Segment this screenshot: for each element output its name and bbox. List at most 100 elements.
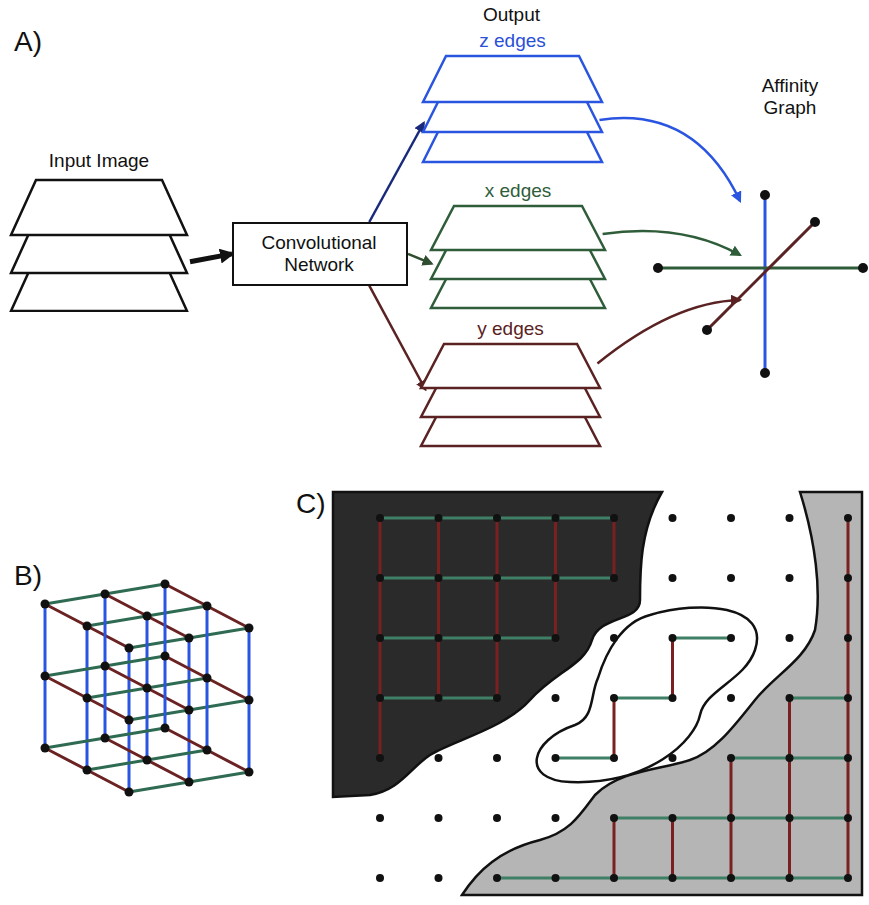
- lattice-node: [83, 622, 92, 631]
- grid-edge-x: [673, 817, 732, 820]
- lattice-edge: [164, 656, 167, 728]
- grid-node: [435, 754, 443, 762]
- connector-arrow: [408, 254, 432, 264]
- grid-node: [669, 574, 677, 582]
- grid-edge-y: [730, 818, 733, 878]
- grid-edge-y: [496, 578, 499, 638]
- lattice-edge: [87, 626, 129, 648]
- node-label: Affinity Graph: [740, 75, 840, 119]
- lattice-node: [245, 768, 254, 777]
- lattice-node: [161, 724, 170, 733]
- grid-node: [610, 514, 618, 522]
- lattice-node: [185, 706, 194, 715]
- grid-edge-x: [439, 577, 498, 580]
- lattice-edge: [87, 688, 147, 698]
- lattice-edge: [248, 700, 251, 772]
- grid-edge-y: [379, 638, 382, 698]
- grid-edge-x: [439, 637, 498, 640]
- lattice-edge: [189, 772, 249, 782]
- grid-node: [435, 874, 443, 882]
- lattice-node: [101, 662, 110, 671]
- x-edges-stack: x edges: [428, 180, 608, 315]
- node-label: x edges: [428, 180, 608, 202]
- lattice-edge: [164, 584, 167, 656]
- z-edges-stack: z edges: [420, 30, 605, 180]
- lattice-edge: [105, 584, 165, 594]
- grid-node: [493, 754, 501, 762]
- grid-edge-x: [790, 877, 849, 880]
- grid-edge-x: [614, 877, 673, 880]
- grid-edge-x: [439, 697, 498, 700]
- connector-arrow: [597, 300, 740, 364]
- lattice-edge: [147, 616, 189, 638]
- grid-edge-y: [496, 638, 499, 698]
- grid-node: [844, 634, 852, 642]
- lattice-edge: [45, 594, 105, 604]
- lattice-edge: [146, 688, 149, 760]
- grid-edge-y: [613, 518, 616, 578]
- grid-edge-y: [554, 518, 557, 578]
- grid-node: [552, 754, 560, 762]
- image-slice: [421, 344, 600, 388]
- lattice-node: [125, 788, 134, 797]
- grid-edge-y: [671, 638, 674, 698]
- panel-letter: A): [14, 26, 42, 58]
- grid-edge-x: [790, 697, 849, 700]
- process-box: Convolutional Network: [232, 222, 408, 286]
- grid-edge-x: [497, 637, 556, 640]
- lattice-edge: [128, 648, 131, 720]
- node-label: y edges: [418, 318, 603, 340]
- grid-edge-x: [731, 877, 790, 880]
- lattice-node: [101, 734, 110, 743]
- grid-node: [844, 754, 852, 762]
- lattice-edge: [207, 606, 249, 628]
- lattice-node: [41, 672, 50, 681]
- lattice-edge: [45, 666, 105, 676]
- lattice-edge: [146, 616, 149, 688]
- grid-node: [435, 814, 443, 822]
- grid-node: [844, 574, 852, 582]
- grid-node: [376, 754, 384, 762]
- grid-edge-y: [847, 518, 850, 578]
- node-label: Convolutional Network: [244, 232, 394, 276]
- grid-edge-y: [847, 578, 850, 638]
- lattice-edge: [105, 594, 147, 616]
- grid-node: [435, 514, 443, 522]
- grid-edge-y: [788, 698, 791, 758]
- grid-node: [610, 874, 618, 882]
- grid-node: [552, 514, 560, 522]
- grid-edge-x: [497, 577, 556, 580]
- grid-edge-y: [847, 818, 850, 878]
- lattice-node: [203, 746, 212, 755]
- grid-node: [669, 874, 677, 882]
- grid-node: [610, 634, 618, 642]
- grid-node: [493, 874, 501, 882]
- grid-node: [376, 574, 384, 582]
- grid-edge-y: [613, 818, 616, 878]
- grid-node: [552, 634, 560, 642]
- grid-edge-x: [380, 637, 439, 640]
- lattice-edge: [105, 656, 165, 666]
- lattice-edge: [104, 594, 107, 666]
- grid-node: [610, 574, 618, 582]
- lattice-edge: [45, 738, 105, 748]
- connector-arrow: [603, 231, 740, 255]
- image-slice: [423, 56, 602, 102]
- grid-node: [727, 694, 735, 702]
- grid-edge-y: [437, 638, 440, 698]
- grid-edge-x: [673, 877, 732, 880]
- connector-arrow: [369, 286, 425, 390]
- lattice-node: [203, 602, 212, 611]
- grid-node: [844, 874, 852, 882]
- lattice-edge: [147, 750, 207, 760]
- output-heading: Output: [483, 4, 540, 26]
- grid-edge-x: [673, 637, 732, 640]
- x-edge-line: [658, 267, 864, 270]
- lattice-node: [161, 652, 170, 661]
- graph-node-dot: [760, 368, 770, 378]
- y-edge-line: [707, 222, 815, 330]
- grid-node: [376, 514, 384, 522]
- grid-node: [435, 694, 443, 702]
- lattice-edge: [165, 656, 207, 678]
